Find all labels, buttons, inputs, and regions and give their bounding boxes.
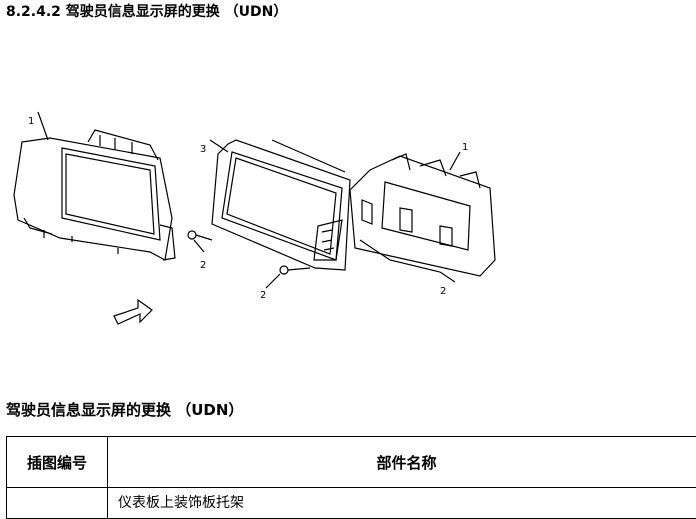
- cell-part-name: 仪表板上装饰板托架: [108, 488, 696, 519]
- part-name-text: 仪表板上装饰板托架: [108, 488, 696, 512]
- driver-info-display-drawing: [210, 140, 350, 270]
- table-header-row: 插图编号 部件名称: [7, 437, 696, 488]
- cell-number: [7, 488, 108, 519]
- callout-label: 1: [28, 116, 34, 127]
- exploded-view-illustration: 1 2 3 2 1 2: [0, 100, 520, 340]
- callout-label: 3: [200, 144, 206, 155]
- parts-table: 插图编号 部件名称 仪表板上装饰板托架: [6, 436, 696, 519]
- callout-label: 2: [260, 290, 266, 301]
- page-heading: 8.2.4.2 驾驶员信息显示屏的更换 （UDN）: [6, 2, 287, 22]
- direction-arrow-drawing: [114, 300, 152, 324]
- callout-label: 2: [440, 286, 446, 297]
- callout-label: 1: [462, 142, 468, 153]
- column-header-number: 插图编号: [7, 437, 108, 488]
- table-row: 仪表板上装饰板托架: [7, 488, 696, 519]
- callout-label: 2: [200, 260, 206, 271]
- trim-bracket-drawing: [350, 152, 495, 282]
- instrument-panel-bezel-drawing: [14, 112, 175, 260]
- column-header-part-name: 部件名称: [108, 437, 696, 488]
- section-title: 驾驶员信息显示屏的更换 （UDN）: [6, 399, 243, 421]
